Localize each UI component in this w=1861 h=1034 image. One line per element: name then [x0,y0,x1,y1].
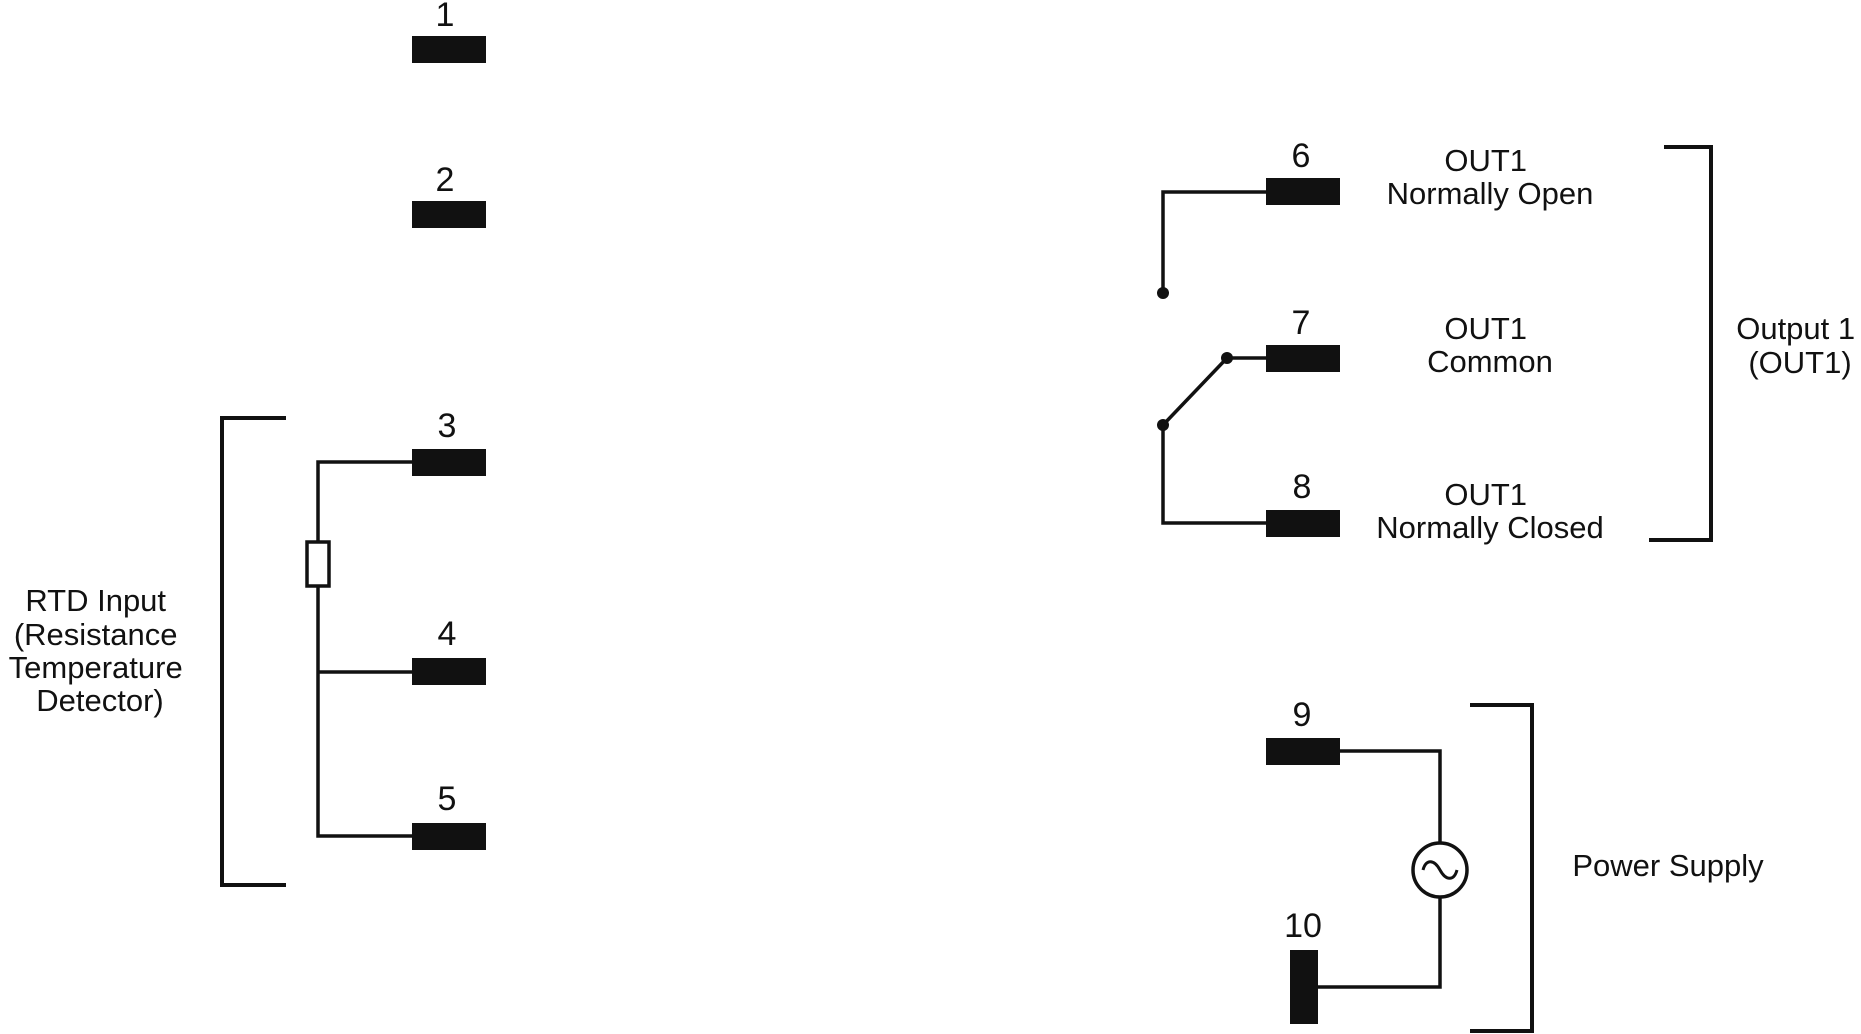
terminal-1-number: 1 [436,0,455,34]
terminal-5-pad [412,823,486,850]
terminal-8: 8 [1266,468,1340,537]
terminal-4-pad [412,658,486,685]
terminal-7-number: 7 [1292,304,1311,342]
power-wiring [1318,749,1469,989]
terminal-1-pad [412,36,486,63]
terminal-6-pad [1266,178,1340,205]
terminal-2: 2 [412,161,486,228]
output-1-label-line-1: Output 1 [1736,311,1855,346]
relay-switch-icon [1157,190,1266,525]
rtd-label-line-2: (Resistance [14,617,178,652]
terminal-2-pad [412,201,486,228]
terminal-4: 4 [412,615,486,685]
ac-source-icon [1411,841,1469,899]
relay-switch-arm [1161,356,1229,427]
relay-contact-normally-open [1157,287,1169,299]
terminal-3-pad [412,449,486,476]
terminal-4-number: 4 [438,615,457,653]
out1-no-line-2: Normally Open [1387,176,1594,211]
rtd-group-label: RTD Input (Resistance Temperature Detect… [9,583,192,718]
resistor-icon [305,540,331,588]
terminal-3: 3 [412,407,486,476]
power-supply-label: Power Supply [1572,848,1764,883]
out1-normally-closed-label: OUT1 Normally Closed [1376,477,1603,545]
terminal-7: 7 [1266,304,1340,372]
power-wire-terminal-10 [1318,898,1442,989]
output-1-label-line-2: (OUT1) [1748,345,1851,380]
rtd-label-line-1: RTD Input [25,583,166,618]
terminal-2-number: 2 [436,161,455,199]
rtd-wiring [305,460,412,838]
terminal-10: 10 [1284,907,1322,1024]
power-supply-bracket [1470,703,1534,1033]
terminal-9-pad [1266,738,1340,765]
terminal-10-pad [1290,950,1318,1024]
out1-nc-line-1: OUT1 [1444,477,1527,512]
out1-common-line-2: Common [1427,344,1553,379]
terminal-6: 6 [1266,137,1340,205]
terminal-3-number: 3 [438,407,457,445]
rtd-wire-terminal-3 [316,460,412,542]
out1-common-line-1: OUT1 [1444,311,1527,346]
terminal-5-number: 5 [438,780,457,818]
terminal-9: 9 [1266,696,1340,765]
terminal-7-pad [1266,345,1340,372]
out1-normally-open-label: OUT1 Normally Open [1387,143,1594,211]
rtd-wire-terminals-4-5 [316,586,412,838]
out1-nc-line-2: Normally Closed [1376,510,1603,545]
terminal-9-number: 9 [1293,696,1312,734]
rtd-label-line-4: Detector) [36,683,163,718]
terminal-8-pad [1266,510,1340,537]
rtd-label-line-3: Temperature [9,650,183,685]
terminal-5: 5 [412,780,486,850]
relay-wire-normally-open [1161,190,1266,293]
relay-wire-normally-closed [1161,425,1266,525]
terminal-6-number: 6 [1292,137,1311,175]
out1-common-label: OUT1 Common [1427,311,1553,379]
power-wire-terminal-9 [1340,749,1442,843]
rtd-bracket [220,416,286,887]
output-1-group-label: Output 1 (OUT1) [1736,311,1861,380]
terminal-10-number: 10 [1284,907,1322,945]
output-1-bracket [1649,145,1713,542]
out1-no-line-1: OUT1 [1444,143,1527,178]
terminal-8-number: 8 [1293,468,1312,506]
terminal-1: 1 [412,0,486,63]
